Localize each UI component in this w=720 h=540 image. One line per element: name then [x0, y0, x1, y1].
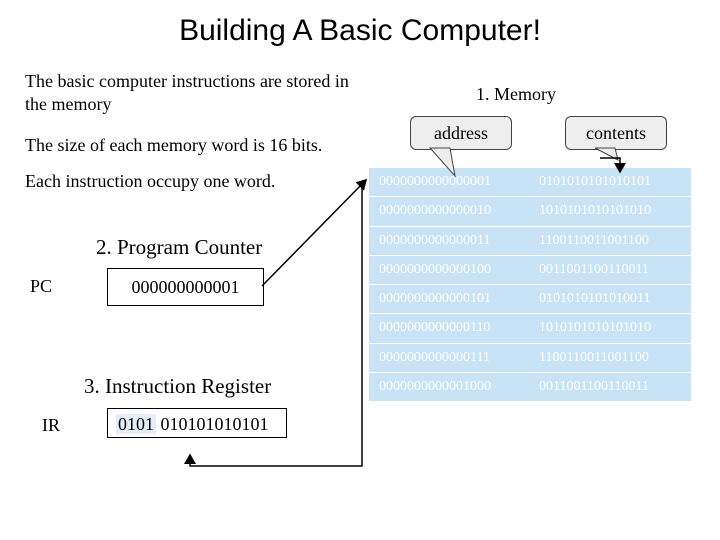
ir-label: IR [42, 415, 60, 435]
memory-contents-cell: 0101010101010011 [529, 283, 691, 314]
memory-address-cell: 0000000000000111 [369, 342, 529, 373]
memory-address-cell: 0000000000000100 [369, 254, 529, 285]
memory-to-ir-arrow [184, 181, 363, 467]
pc-to-memory-arrow [261, 178, 368, 287]
memory-address-cell: 0000000000000101 [369, 283, 529, 314]
memory-contents-cell: 1010101010101010 [529, 313, 691, 343]
memory-contents-cell: 1100110011001100 [529, 225, 691, 256]
memory-address-cell: 0000000000000010 [369, 196, 529, 226]
contents-callout-pointer [594, 147, 619, 161]
memory-contents-cell: 1100110011001100 [529, 342, 691, 373]
memory-contents-cell: 0011001100110011 [529, 254, 691, 285]
instruction-register-title: 3. Instruction Register [84, 374, 272, 398]
memory-address-cell: 0000000000000110 [369, 313, 529, 343]
word-size-text: The size of each memory word is 16 bits. [25, 135, 323, 155]
program-counter-title: 2. Program Counter [96, 235, 263, 259]
ir-operand: 010101010101 [156, 414, 269, 434]
ir-value-box: 0101 010101010101 [107, 408, 287, 438]
address-callout-pointer [428, 147, 456, 178]
memory-title: 1. Memory [476, 84, 556, 104]
pc-value-box: 000000000001 [107, 268, 264, 306]
contents-callout: contents [565, 116, 667, 150]
memory-address-cell: 0000000000001000 [369, 371, 529, 401]
page-title: Building A Basic Computer! [179, 14, 541, 47]
pc-label: PC [30, 276, 53, 296]
memory-contents-cell: 0101010101010101 [529, 166, 691, 197]
ir-opcode: 0101 [116, 414, 156, 434]
instruction-word-text: Each instruction occupy one word. [25, 171, 276, 191]
address-callout: address [410, 116, 512, 150]
memory-contents-cell: 1010101010101010 [529, 196, 691, 226]
contents-pointer-arrow [600, 157, 626, 174]
intro-text: The basic computer instructions are stor… [25, 71, 349, 114]
memory-address-cell: 0000000000000001 [369, 166, 529, 197]
memory-address-cell: 0000000000000011 [369, 225, 529, 256]
memory-contents-cell: 0011001100110011 [529, 371, 691, 401]
